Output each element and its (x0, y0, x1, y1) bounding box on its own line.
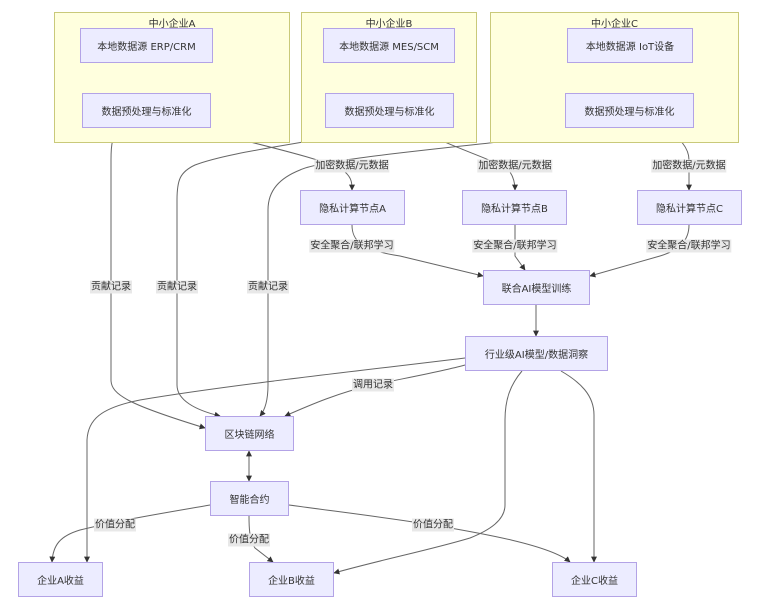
edge-preprocess-a-to-blockchain (110, 127, 206, 430)
edge-label-contribution-a: 贡献记录 (90, 280, 132, 294)
edge-contract-to-revenue-a (49, 504, 211, 563)
node-preprocess-b[interactable]: 数据预处理与标准化 (325, 93, 454, 128)
node-preprocess-c[interactable]: 数据预处理与标准化 (565, 93, 694, 128)
edge-label-encrypted-c: 加密数据/元数据 (651, 159, 727, 173)
edge-label-contribution-c: 贡献记录 (247, 280, 289, 294)
node-blockchain[interactable]: 区块链网络 (205, 416, 294, 451)
node-source-b[interactable]: 本地数据源 MES/SCM (323, 28, 455, 63)
node-revenue-b[interactable]: 企业B收益 (249, 562, 334, 597)
edge-label-encrypted-b: 加密数据/元数据 (477, 159, 553, 173)
edge-model-to-revenue-a (84, 357, 466, 563)
cluster-title: 中小企业B (365, 19, 413, 30)
cluster-title: 中小企业A (148, 19, 196, 30)
edge-model-to-revenue-c (560, 370, 597, 563)
node-smart-contract[interactable]: 智能合约 (210, 481, 289, 516)
edge-privacy-b-to-federated (514, 225, 526, 271)
node-industry-model[interactable]: 行业级AI模型/数据洞察 (465, 336, 608, 371)
node-revenue-c[interactable]: 企业C收益 (552, 562, 637, 597)
node-privacy-b[interactable]: 隐私计算节点B (462, 190, 567, 225)
cluster-title: 中小企业C (591, 19, 638, 30)
edge-label-value-b: 价值分配 (228, 533, 270, 547)
edge-label-value-a: 价值分配 (94, 518, 136, 532)
node-privacy-a[interactable]: 隐私计算节点A (300, 190, 405, 225)
node-source-a[interactable]: 本地数据源 ERP/CRM (80, 28, 213, 63)
node-revenue-a[interactable]: 企业A收益 (18, 562, 103, 597)
node-privacy-c[interactable]: 隐私计算节点C (637, 190, 742, 225)
edge-label-contribution-b: 贡献记录 (156, 280, 198, 294)
edge-label-encrypted-a: 加密数据/元数据 (314, 159, 390, 173)
edge-contract-to-revenue-c (288, 504, 571, 563)
edge-label-value-c: 价值分配 (412, 518, 454, 532)
edge-label-usage: 调用记录 (352, 378, 394, 392)
edge-model-to-revenue-b (333, 370, 523, 575)
edge-label-aggregation-c: 安全聚合/联邦学习 (646, 239, 732, 253)
edge-label-aggregation-b: 安全聚合/联邦学习 (472, 239, 558, 253)
edge-label-aggregation-a: 安全聚合/联邦学习 (309, 239, 395, 253)
node-source-c[interactable]: 本地数据源 IoT设备 (567, 28, 693, 63)
node-preprocess-a[interactable]: 数据预处理与标准化 (82, 93, 211, 128)
node-federated-training[interactable]: 联合AI模型训练 (483, 270, 590, 305)
